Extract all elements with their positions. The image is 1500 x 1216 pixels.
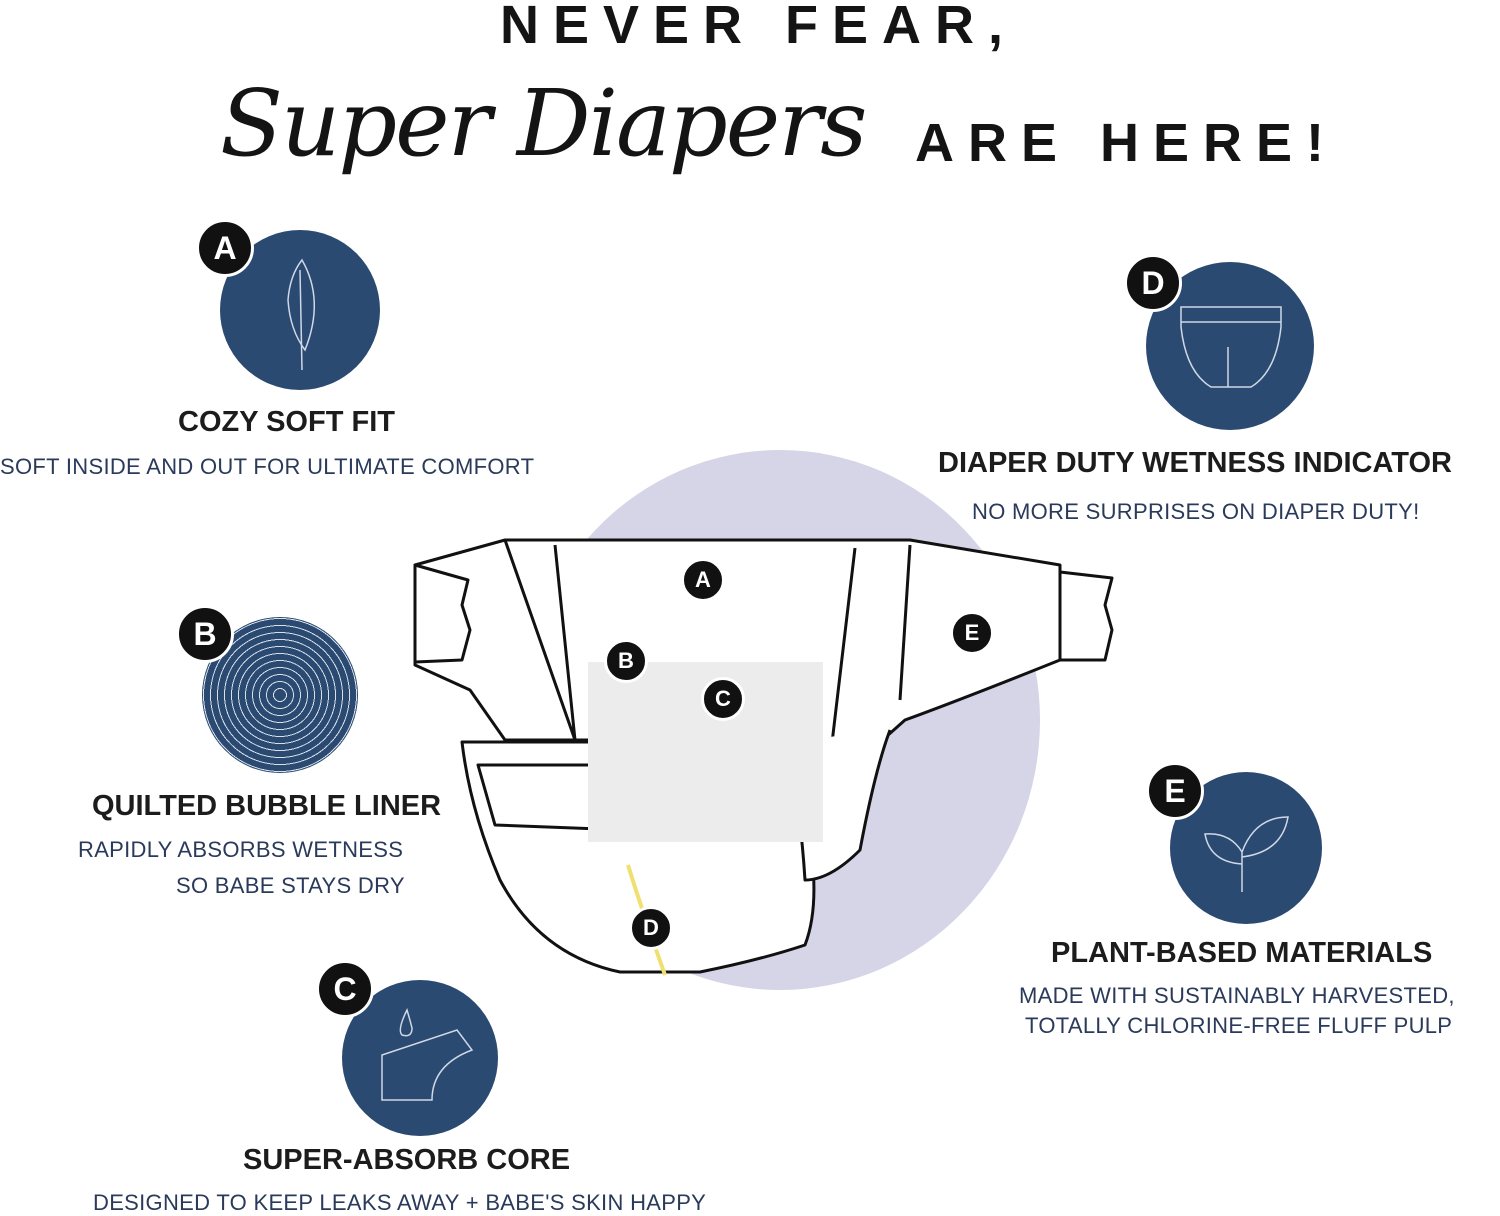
headline-script-super-diapers: Super Diapers xyxy=(220,70,867,177)
badge-b: B xyxy=(176,605,234,663)
diagram-marker-a: A xyxy=(681,558,725,602)
feature-desc: SOFT INSIDE AND OUT FOR ULTIMATE COMFORT xyxy=(0,454,535,479)
badge-e: E xyxy=(1146,762,1204,820)
feature-title-wetness-indicator: DIAPER DUTY WETNESS INDICATOR xyxy=(938,447,1452,479)
headline-are-here: ARE HERE! xyxy=(915,113,1339,173)
feature-title-super-absorb-core: SUPER-ABSORB CORE xyxy=(243,1144,571,1176)
feature-desc-line-2: SO BABE STAYS DRY xyxy=(176,873,405,898)
badge-c: C xyxy=(316,960,374,1018)
diagram-marker-b: B xyxy=(604,639,648,683)
feature-desc-line-2: TOTALLY CHLORINE-FREE FLUFF PULP xyxy=(1025,1013,1453,1038)
feature-desc-line-1: RAPIDLY ABSORBS WETNESS xyxy=(78,837,404,862)
feature-desc-line-1: MADE WITH SUSTAINABLY HARVESTED, xyxy=(1019,983,1455,1008)
badge-d: D xyxy=(1124,254,1182,312)
feature-desc: DESIGNED TO KEEP LEAKS AWAY + BABE'S SKI… xyxy=(93,1190,707,1215)
badge-a: A xyxy=(196,219,254,277)
diagram-marker-c: C xyxy=(701,677,745,721)
feature-title-plant-based-materials: PLANT-BASED MATERIALS xyxy=(1051,937,1433,969)
feature-desc: NO MORE SURPRISES ON DIAPER DUTY! xyxy=(972,499,1420,524)
headline-never-fear: NEVER FEAR, xyxy=(500,0,1018,55)
feature-title-cozy-soft-fit: COZY SOFT FIT xyxy=(178,406,395,438)
feature-title-quilted-bubble-liner: QUILTED BUBBLE LINER xyxy=(92,790,442,822)
diagram-marker-e: E xyxy=(950,611,994,655)
diagram-marker-d: D xyxy=(629,906,673,950)
